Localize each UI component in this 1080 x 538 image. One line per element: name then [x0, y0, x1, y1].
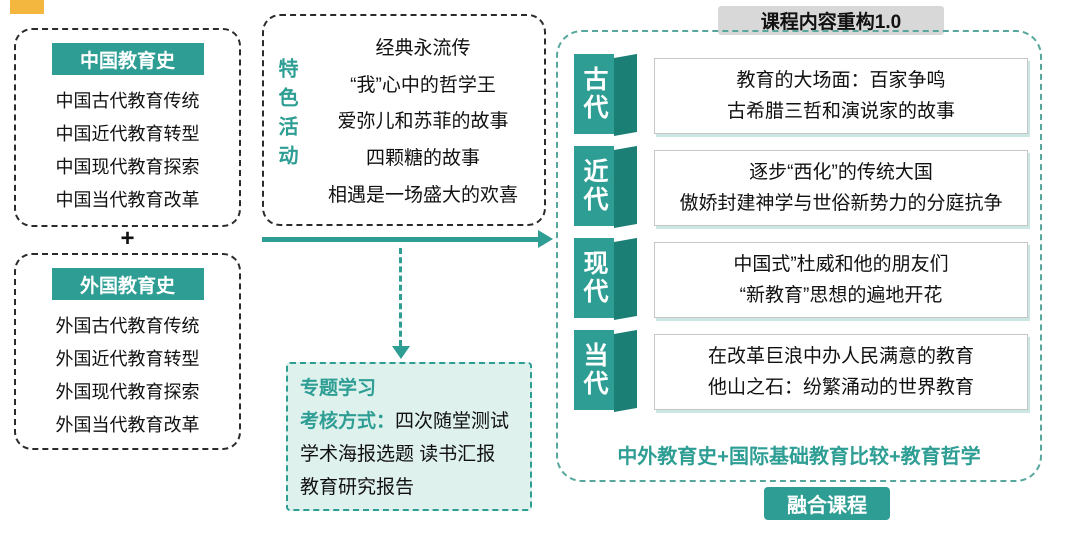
list-item: 外国现代教育探索 — [55, 382, 200, 402]
era-tab-face: 近代 — [574, 146, 614, 226]
assessment-line: 考核方式：四次随堂测试 — [300, 405, 518, 438]
foreign-history-header: 外国教育史 — [51, 268, 204, 300]
course-formula: 中外教育史+国际基础教育比较+教育哲学 — [617, 446, 981, 468]
era-tab-face: 古代 — [574, 54, 614, 134]
assessment-line: 专题学习 — [300, 372, 518, 405]
flow-arrow-down — [399, 248, 402, 346]
corner-decoration — [10, 0, 44, 14]
era-tab: 古代 — [574, 53, 638, 136]
era-tab-side — [614, 53, 637, 136]
era-content-line: 教育的大场面：百家争鸣 — [736, 70, 946, 91]
era-row-early-modern: 近代 逐步“西化”的传统大国 傲娇封建神学与世俗新势力的分庭抗争 — [574, 145, 1028, 230]
era-content-box: 逐步“西化”的传统大国 傲娇封建神学与世俗新势力的分庭抗争 — [654, 150, 1028, 226]
era-content-line: 傲娇封建神学与世俗新势力的分庭抗争 — [679, 193, 1003, 214]
list-item: 中国古代教育传统 — [55, 91, 200, 111]
assessment-line: 教育研究报告 — [300, 477, 415, 498]
foreign-history-items: 外国古代教育传统 外国近代教育转型 外国现代教育探索 外国当代教育改革 — [16, 310, 239, 442]
flow-arrow-right — [262, 237, 540, 242]
assessment-method-value: 四次随堂测试 — [395, 411, 510, 432]
era-row-ancient: 古代 教育的大场面：百家争鸣 古希腊三哲和演说家的故事 — [574, 53, 1028, 138]
list-item: 外国近代教育转型 — [55, 349, 200, 369]
era-tab-side — [614, 145, 637, 228]
list-item: 外国当代教育改革 — [55, 415, 200, 435]
assessment-box: 专题学习 考核方式：四次随堂测试 学术海报选题 读书汇报 教育研究报告 — [286, 362, 532, 511]
list-item: 中国当代教育改革 — [55, 190, 200, 210]
activities-list: 经典永流传 “我”心中的哲学王 爱弥儿和苏菲的故事 四颗糖的故事 相遇是一场盛大… — [302, 16, 544, 224]
era-tab: 当代 — [574, 329, 638, 412]
era-label: 当代 — [580, 342, 608, 398]
era-tab-face: 当代 — [574, 330, 614, 410]
china-history-items: 中国古代教育传统 中国近代教育转型 中国现代教育探索 中国当代教育改革 — [16, 85, 239, 217]
era-content-line: 中国式”杜威和他的朋友们 — [733, 254, 949, 275]
list-item: “我”心中的哲学王 — [350, 74, 496, 96]
list-item: 中国现代教育探索 — [55, 157, 200, 177]
era-content-line: 古希腊三哲和演说家的故事 — [726, 101, 955, 122]
assessment-line: 学术海报选题 读书汇报 — [300, 444, 496, 465]
foreign-history-box: 外国教育史 外国古代教育传统 外国近代教育转型 外国现代教育探索 外国当代教育改… — [14, 253, 241, 450]
era-content-box: 教育的大场面：百家争鸣 古希腊三哲和演说家的故事 — [654, 58, 1028, 134]
china-history-header: 中国教育史 — [51, 43, 204, 75]
course-structure-panel: 古代 教育的大场面：百家争鸣 古希腊三哲和演说家的故事 近代 逐步“西化”的传统… — [556, 30, 1042, 482]
era-content-box: 在改革巨浪中办人民满意的教育 他山之石：纷繁涌动的世界教育 — [654, 334, 1028, 410]
era-tab: 近代 — [574, 145, 638, 228]
flow-arrow-right-head — [538, 230, 553, 248]
list-item: 中国近代教育转型 — [55, 124, 200, 144]
fusion-course-badge: 融合课程 — [764, 487, 890, 520]
era-label: 现代 — [580, 250, 608, 306]
china-history-box: 中国教育史 中国古代教育传统 中国近代教育转型 中国现代教育探索 中国当代教育改… — [14, 28, 241, 227]
list-item: 爱弥儿和苏菲的故事 — [337, 111, 509, 133]
era-label: 近代 — [580, 158, 608, 214]
flow-arrow-down-head — [392, 346, 410, 359]
list-item: 相遇是一场盛大的欢喜 — [327, 185, 518, 207]
era-content-line: “新教育”思想的遍地开花 — [739, 285, 943, 306]
era-tab-face: 现代 — [574, 238, 614, 318]
list-item: 外国古代教育传统 — [55, 316, 200, 336]
list-item: 经典永流传 — [375, 37, 471, 59]
special-activities-box: 特色活动 经典永流传 “我”心中的哲学王 爱弥儿和苏菲的故事 四颗糖的故事 相遇… — [262, 14, 546, 226]
era-content-box: 中国式”杜威和他的朋友们 “新教育”思想的遍地开花 — [654, 242, 1028, 318]
assessment-method-label: 考核方式： — [300, 411, 396, 432]
era-tab: 现代 — [574, 237, 638, 320]
era-content-line: 逐步“西化”的传统大国 — [749, 162, 933, 183]
era-tab-side — [614, 237, 637, 320]
era-content-line: 在改革巨浪中办人民满意的教育 — [707, 346, 974, 367]
assessment-topic-label: 专题学习 — [300, 378, 377, 399]
era-row-modern: 现代 中国式”杜威和他的朋友们 “新教育”思想的遍地开花 — [574, 237, 1028, 322]
plus-sign: + — [120, 225, 135, 252]
era-row-contemporary: 当代 在改革巨浪中办人民满意的教育 他山之石：纷繁涌动的世界教育 — [574, 329, 1028, 414]
list-item: 四颗糖的故事 — [365, 148, 480, 170]
era-content-line: 他山之石：纷繁涌动的世界教育 — [707, 377, 974, 398]
era-tab-side — [614, 329, 637, 412]
special-activities-label: 特色活动 — [275, 58, 297, 174]
era-label: 古代 — [580, 66, 608, 122]
